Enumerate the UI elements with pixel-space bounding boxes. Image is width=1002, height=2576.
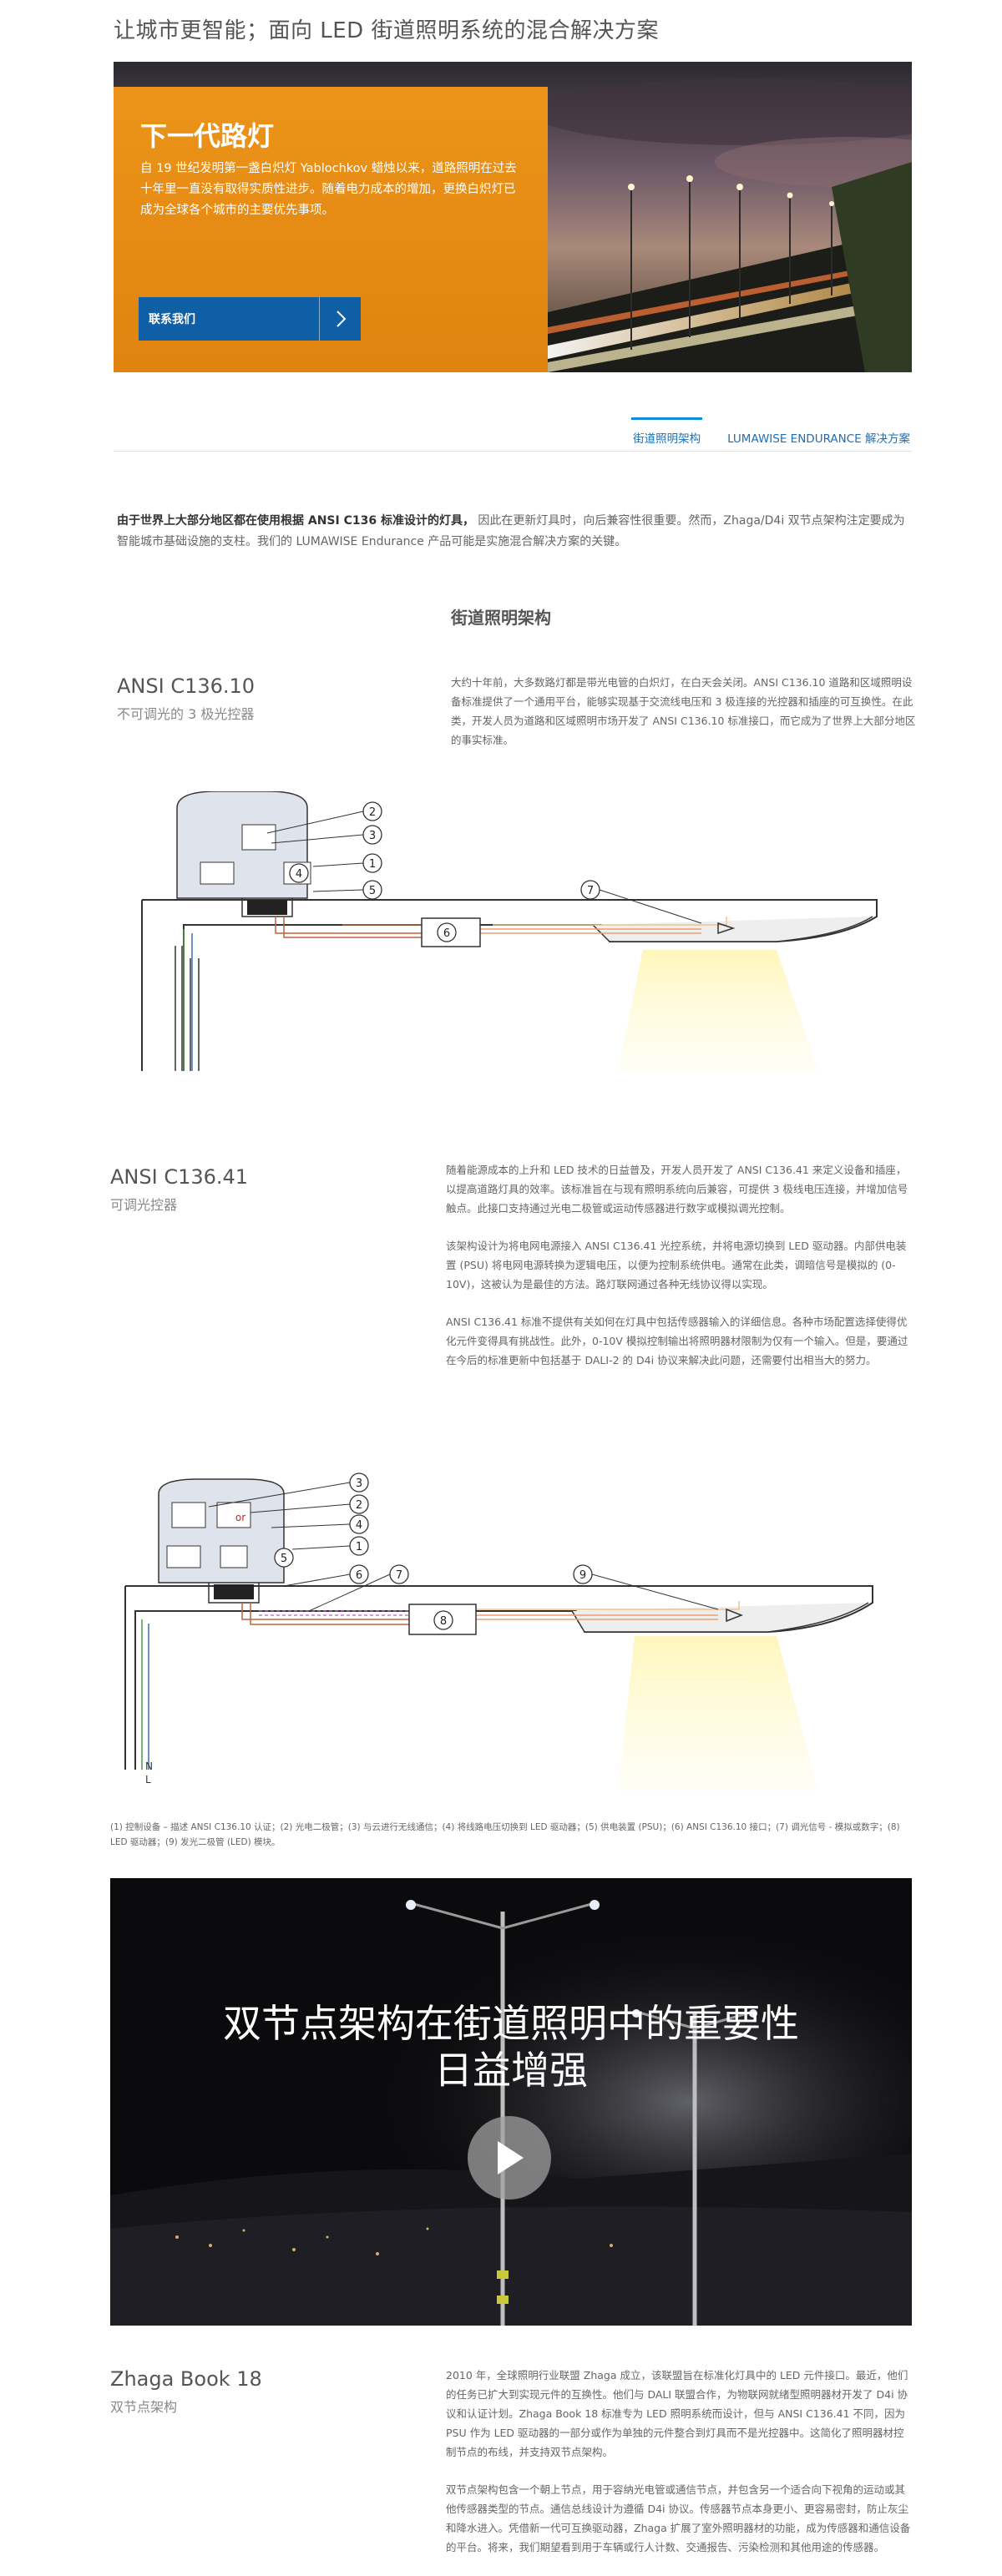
zhaga-book-18-title: Zhaga Book 18: [110, 2367, 262, 2391]
diagram2-label-9: 9: [579, 1569, 586, 1582]
diagram-label-1: 1: [369, 858, 376, 871]
ansi-c136-41-paragraph-1: 随着能源成本的上升和 LED 技术的日益普及，开发人员开发了 ANSI C136…: [446, 1164, 908, 1215]
diagram-label-5: 5: [369, 885, 376, 897]
section-tabs: 街道照明架构 LUMAWISE ENDURANCE 解决方案: [631, 417, 912, 451]
zhaga-book-18-text: 2010 年，全球照明行业联盟 Zhaga 成立，该联盟旨在标准化灯具中的 LE…: [446, 2366, 913, 2575]
diagram2-label-5: 5: [281, 1553, 287, 1565]
ansi-c136-41-subtitle: 可调光控器: [110, 1197, 178, 1213]
ansi-c136-10-diagram: 1 2 3 4 5 6 7: [141, 791, 878, 1071]
video-player[interactable]: 双节点架构在街道照明中的重要性日益增强: [110, 1878, 912, 2326]
diagram-label-2: 2: [369, 806, 376, 819]
video-title: 双节点架构在街道照明中的重要性日益增强: [223, 2001, 799, 2093]
diagram2-label-4: 4: [356, 1519, 362, 1532]
hero-heading: 下一代路灯: [140, 120, 275, 152]
diagram-label-3: 3: [369, 830, 376, 842]
play-button[interactable]: [468, 2116, 551, 2200]
hero-text-panel: 下一代路灯 自 19 世纪发明第一盏白炽灯 Yablochkov 蜡烛以来，道路…: [114, 87, 548, 372]
ansi-c136-41-paragraph-2: 该架构设计为将电网电源接入 ANSI C136.41 光控系统，并将电源切换到 …: [446, 1240, 907, 1291]
wire-label-l: L: [145, 1774, 151, 1786]
intro-rest: 因此在更新灯具时，向后兼容性很重要。然而，Zhaga/D4i 双节点架构注定要成…: [117, 514, 905, 548]
chevron-right-icon: [319, 297, 361, 341]
wire-label-n: N: [145, 1760, 153, 1772]
contact-us-button[interactable]: 联系我们: [139, 297, 361, 341]
intro-paragraph: 由于世界上大部分地区都在使用根据 ANSI C136 标准设计的灯具， 因此在更…: [117, 511, 915, 553]
ansi-c136-10-subtitle: 不可调光的 3 极光控器: [117, 706, 255, 722]
ansi-c136-41-diagram: or N L 1 2 3 4 5 6 7 8 9: [124, 1472, 873, 1791]
or-label: or: [235, 1512, 245, 1523]
diagram-label-4: 4: [296, 868, 302, 881]
diagram2-label-6: 6: [356, 1569, 362, 1582]
ansi-c136-10-paragraph: 大约十年前，大多数路灯都是带光电管的白炽灯，在白天会关闭。ANSI C136.1…: [451, 676, 916, 746]
zhaga-paragraph-1: 2010 年，全球照明行业联盟 Zhaga 成立，该联盟旨在标准化灯具中的 LE…: [446, 2369, 908, 2458]
ansi-c136-41-title: ANSI C136.41: [110, 1165, 249, 1189]
diagram-label-7: 7: [587, 885, 594, 897]
hero-banner: 下一代路灯 自 19 世纪发明第一盏白炽灯 Yablochkov 蜡烛以来，道路…: [114, 62, 912, 372]
intro-lead: 由于世界上大部分地区都在使用根据 ANSI C136 标准设计的灯具，: [117, 514, 474, 528]
light-beam: [618, 1636, 818, 1791]
tabs-divider: [114, 451, 912, 452]
diagram2-label-3: 3: [356, 1477, 362, 1490]
tab-lumawise-endurance[interactable]: LUMAWISE ENDURANCE 解决方案: [727, 432, 910, 446]
diagram2-label-2: 2: [356, 1499, 362, 1512]
light-beam: [618, 950, 818, 1071]
page-title: 让城市更智能；面向 LED 街道照明系统的混合解决方案: [114, 18, 659, 43]
zhaga-paragraph-2: 双节点架构包含一个朝上节点，用于容纳光电管或通信节点，并包含另一个适合向下视角的…: [446, 2483, 911, 2553]
ansi-c136-41-text: 随着能源成本的上升和 LED 技术的日益普及，开发人员开发了 ANSI C136…: [446, 1160, 913, 1388]
diagram2-label-7: 7: [396, 1569, 402, 1582]
contact-us-label: 联系我们: [149, 313, 195, 326]
tab-street-lighting-architecture[interactable]: 街道照明架构: [631, 417, 703, 451]
ansi-c136-10-text: 大约十年前，大多数路灯都是带光电管的白炽灯，在白天会关闭。ANSI C136.1…: [451, 673, 918, 768]
diagram2-label-1: 1: [356, 1541, 362, 1553]
hero-body: 自 19 世纪发明第一盏白炽灯 Yablochkov 蜡烛以来，道路照明在过去十…: [140, 162, 517, 217]
video-thumbnail: [110, 1878, 912, 2326]
play-icon: [498, 2141, 524, 2174]
ansi-c136-10-title: ANSI C136.10: [117, 674, 256, 698]
zhaga-book-18-subtitle: 双节点架构: [110, 2399, 178, 2415]
diagram-label-6: 6: [443, 927, 450, 940]
ansi-c136-41-paragraph-3: ANSI C136.41 标准不提供有关如何在灯具中包括传感器输入的详细信息。各…: [446, 1316, 908, 1366]
diagram2-label-8: 8: [440, 1615, 447, 1628]
section-title: 街道照明架构: [451, 608, 551, 628]
diagram-caption: (1) 控制设备 – 描述 ANSI C136.10 认证；(2) 光电二极管；…: [110, 1822, 900, 1847]
